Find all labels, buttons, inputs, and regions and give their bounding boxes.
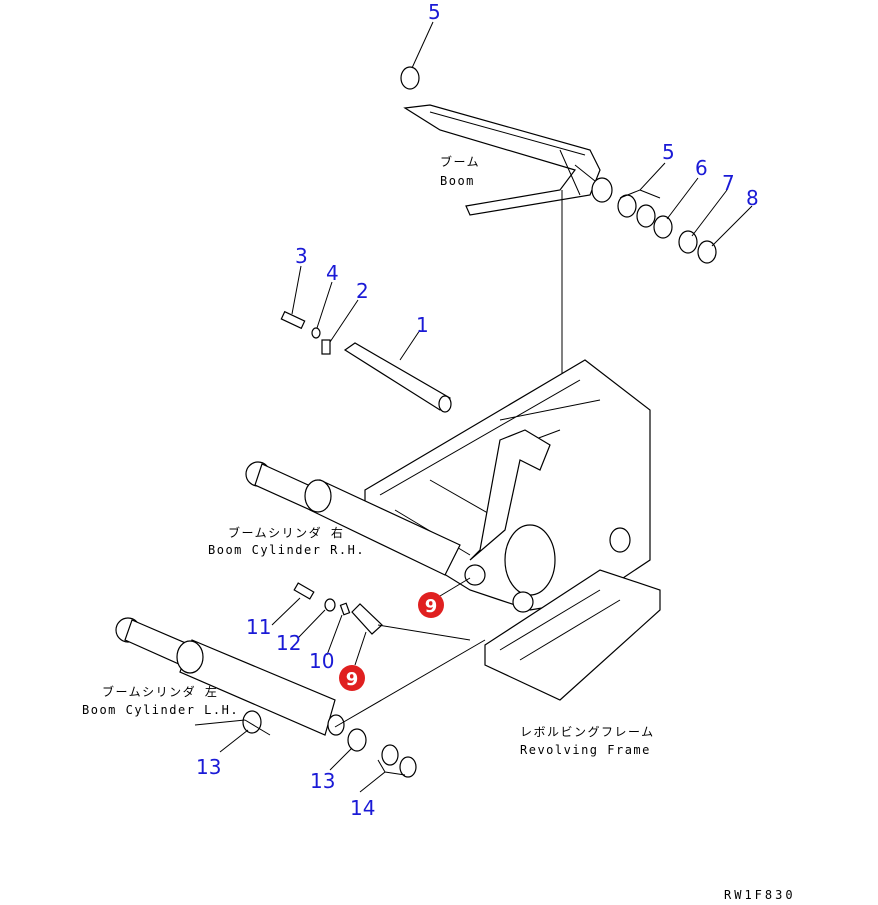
leader-lines — [194, 21, 753, 793]
svg-text:9: 9 — [425, 596, 438, 617]
callout-5-right: 5 — [662, 140, 675, 164]
callout-8: 8 — [746, 186, 759, 210]
boom-label-en: Boom — [440, 174, 475, 188]
callout-7: 7 — [722, 171, 735, 195]
callout-2: 2 — [356, 279, 369, 303]
cylinder-rh-label-en: Boom Cylinder R.H. — [208, 543, 365, 557]
callout-5-top: 5 — [428, 0, 441, 24]
callout-4: 4 — [326, 261, 339, 285]
callout-13-left: 13 — [196, 755, 221, 779]
drawing-code: RW1F830 — [724, 888, 796, 902]
callout-13-right: 13 — [310, 769, 335, 793]
frame-label-jp: レボルビングフレーム — [520, 725, 655, 739]
reference-marker-9-lower: 9 — [339, 665, 365, 691]
small-parts — [242, 582, 486, 778]
boom-part — [403, 104, 613, 460]
callout-11: 11 — [246, 615, 271, 639]
boom-cylinder-rh-part — [245, 461, 461, 576]
cylinder-lh-label-en: Boom Cylinder L.H. — [82, 703, 239, 717]
svg-text:9: 9 — [346, 669, 359, 690]
callout-12: 12 — [276, 631, 301, 655]
frame-label-en: Revolving Frame — [520, 743, 651, 757]
cylinder-lh-label-jp: ブームシリンダ 左 — [102, 684, 218, 699]
callout-10: 10 — [309, 649, 334, 673]
boom-cylinder-lh-part — [115, 617, 345, 736]
pin-bolt-group — [280, 310, 452, 413]
cylinder-rh-label-jp: ブームシリンダ 右 — [228, 525, 344, 540]
callout-14: 14 — [350, 796, 375, 820]
boom-label-jp: ブーム — [440, 154, 480, 169]
reference-marker-9-upper: 9 — [418, 592, 444, 618]
callout-6: 6 — [695, 156, 708, 180]
callout-3: 3 — [295, 244, 308, 268]
callout-1: 1 — [416, 313, 429, 337]
